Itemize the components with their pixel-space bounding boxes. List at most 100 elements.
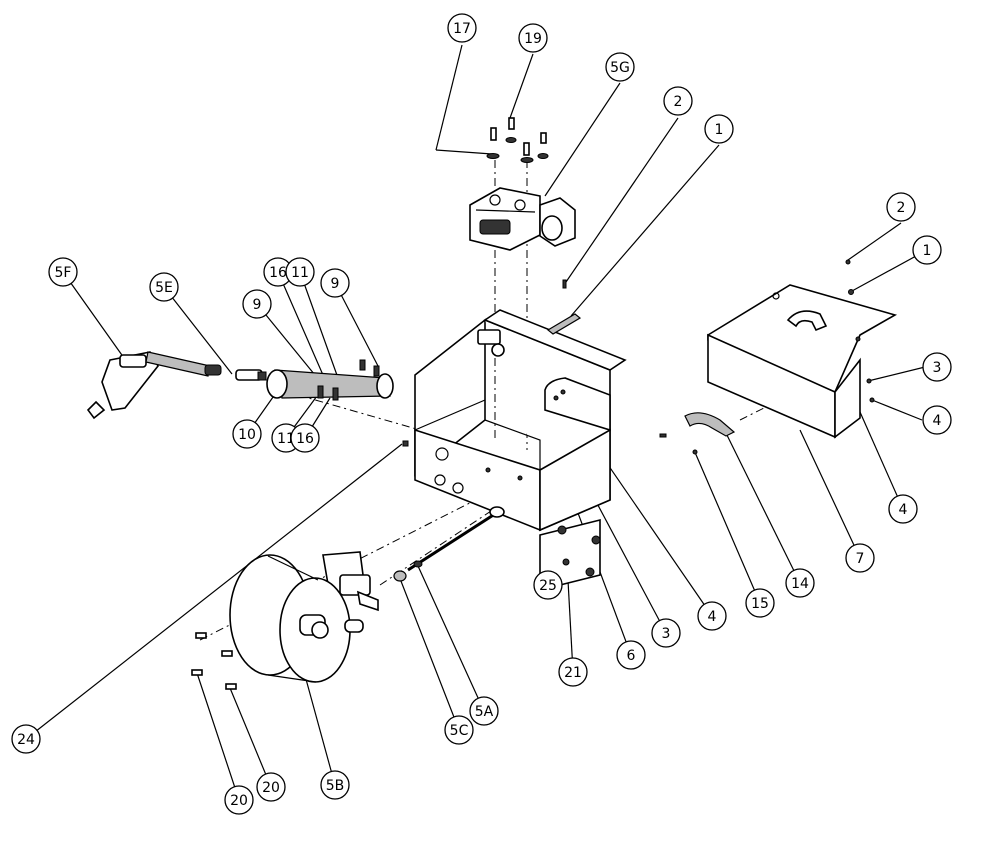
balloon-label: 24 (17, 732, 35, 748)
balloon-circle (533, 570, 563, 600)
balloon-circle (518, 23, 548, 53)
main-frame (414, 309, 627, 532)
motor-pump-assembly (469, 187, 576, 251)
balloon-label: 2 (897, 200, 906, 216)
balloon-label: 5E (155, 280, 173, 296)
balloon-circle (224, 785, 254, 815)
callout-balloon: 1 (912, 235, 942, 265)
callout-balloon: 15 (745, 588, 775, 618)
balloon-circle (149, 272, 179, 302)
balloon-circle (845, 543, 875, 573)
balloon-label: 20 (262, 780, 280, 796)
lance-tube (145, 351, 267, 381)
callout-balloon: 5F (48, 257, 78, 287)
callout-balloon: 5B (320, 770, 350, 800)
balloon-label: 11 (277, 431, 295, 447)
callout-balloon: 16 (290, 423, 320, 453)
balloon-label: 5C (450, 723, 469, 739)
balloon-circle (616, 640, 646, 670)
balloon-label: 11 (291, 265, 309, 281)
balloon-label: 7 (856, 551, 865, 567)
balloon-circle (704, 114, 734, 144)
balloon-circle (888, 494, 918, 524)
balloon-label: 4 (933, 413, 942, 429)
callout-balloon: 6 (616, 640, 646, 670)
balloon-circle (651, 618, 681, 648)
reel-shaft (393, 506, 505, 582)
balloon-label: 3 (662, 626, 671, 642)
callout-balloon: 1 (704, 114, 734, 144)
balloon-circle (256, 772, 286, 802)
balloon-circle (663, 86, 693, 116)
balloon-circle (232, 419, 262, 449)
misc-screws (402, 259, 875, 455)
balloon-circle (922, 405, 952, 435)
callout-balloon: 3 (922, 352, 952, 382)
callout-balloon: 14 (785, 568, 815, 598)
cover-handle (684, 412, 736, 437)
hose-reel (229, 554, 364, 683)
callout-balloon: 9 (320, 268, 350, 298)
callout-balloon: 5G (605, 52, 635, 82)
balloon-label: 5G (610, 60, 630, 76)
balloon-circle (886, 192, 916, 222)
balloon-label: 20 (230, 793, 248, 809)
balloon-circle (320, 268, 350, 298)
balloon-circle (290, 423, 320, 453)
balloon-label: 19 (524, 31, 542, 47)
balloon-label: 3 (933, 360, 942, 376)
callout-balloon: 10 (232, 419, 262, 449)
balloon-label: 16 (296, 431, 314, 447)
balloon-label: 15 (751, 596, 769, 612)
balloon-circle (447, 13, 477, 43)
balloon-label: 1 (923, 243, 932, 259)
callout-balloon: 5A (469, 696, 499, 726)
callout-balloon: 7 (845, 543, 875, 573)
balloon-circle (605, 52, 635, 82)
balloon-label: 6 (627, 648, 636, 664)
cover-panel (707, 284, 898, 439)
balloon-label: 5A (475, 704, 494, 720)
balloon-circle (48, 257, 78, 287)
balloon-label: 14 (791, 576, 809, 592)
balloon-label: 4 (708, 609, 717, 625)
spray-gun (86, 351, 159, 420)
callout-balloon: 4 (888, 494, 918, 524)
reel-bolts (191, 632, 237, 690)
callout-balloon: 2 (663, 86, 693, 116)
balloon-label: 10 (238, 427, 256, 443)
balloon-circle (922, 352, 952, 382)
balloon-circle (444, 715, 474, 745)
balloon-label: 1 (715, 122, 724, 138)
callout-balloon: 17 (447, 13, 477, 43)
balloon-circle (558, 657, 588, 687)
balloon-label: 5F (55, 265, 72, 281)
balloon-circle (745, 588, 775, 618)
callout-balloon: 20 (224, 785, 254, 815)
callout-balloon: 5E (149, 272, 179, 302)
balloon-circle (242, 289, 272, 319)
callout-balloon: 4 (697, 601, 727, 631)
callout-balloon: 9 (242, 289, 272, 319)
hose-reel-bracket (322, 551, 379, 612)
balloon-label: 2 (674, 94, 683, 110)
balloon-label: 4 (899, 502, 908, 518)
balloon-circle (320, 770, 350, 800)
callout-balloon: 2 (886, 192, 916, 222)
balloon-label: 16 (269, 265, 287, 281)
balloon-circle (469, 696, 499, 726)
balloon-label: 21 (564, 665, 582, 681)
callout-balloon: 21 (558, 657, 588, 687)
balloon-label: 9 (331, 276, 340, 292)
top-fasteners (486, 117, 549, 163)
callout-balloon: 3 (651, 618, 681, 648)
balloon-label: 5B (326, 778, 345, 794)
callout-balloon: 5C (444, 715, 474, 745)
balloon-circle (785, 568, 815, 598)
leader-lines (25, 44, 928, 801)
balloon-label: 17 (453, 21, 471, 37)
hose-holder (266, 359, 394, 401)
callout-balloon: 20 (256, 772, 286, 802)
